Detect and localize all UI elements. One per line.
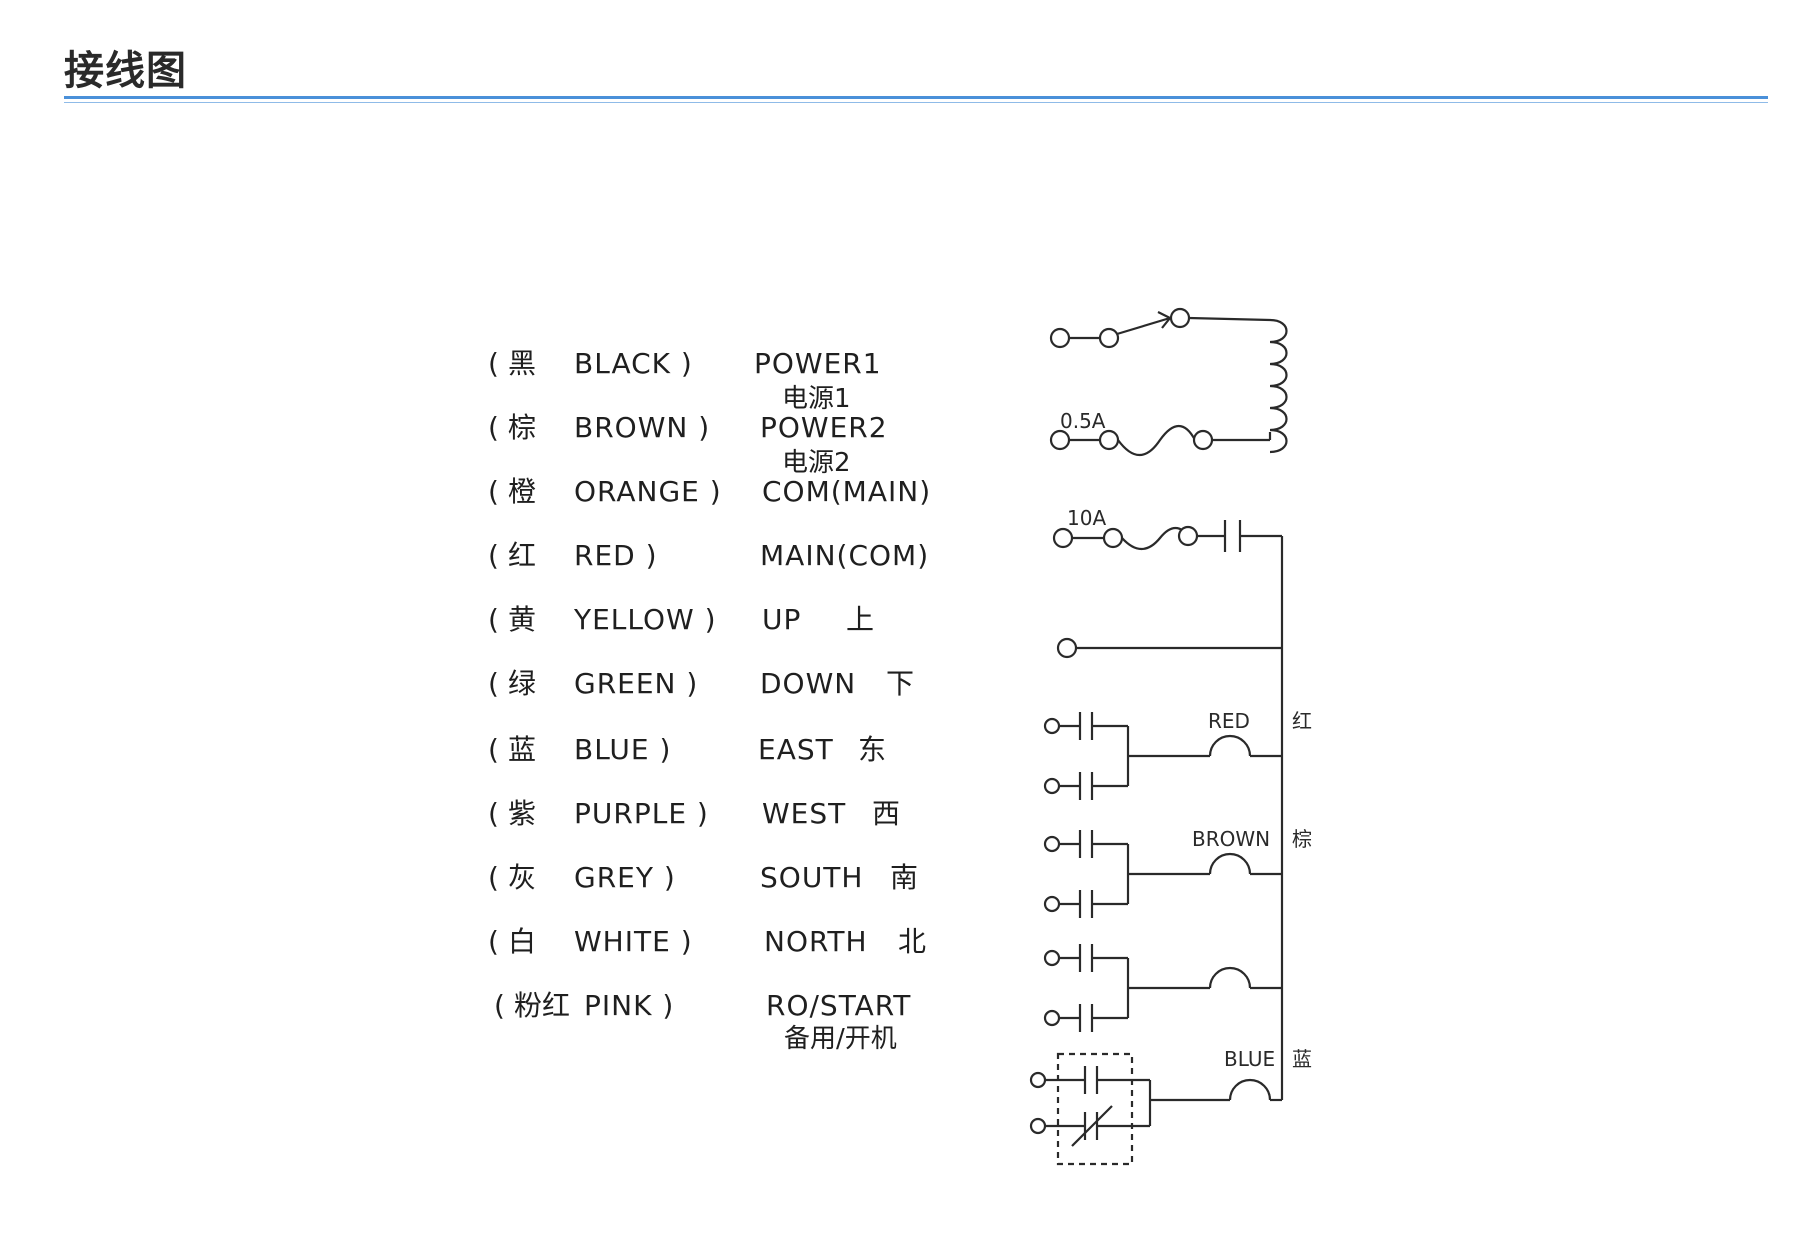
- title-divider: [64, 96, 1768, 99]
- page-title: 接线图: [64, 48, 187, 94]
- color-cn: 蓝: [508, 733, 537, 766]
- color-cn: 白: [508, 925, 537, 958]
- coil-label-cn: 红: [1292, 709, 1312, 733]
- terminal-icon: [1098, 429, 1120, 451]
- terminal-icon: [1056, 637, 1078, 659]
- color-cn: 紫: [508, 797, 537, 830]
- paren: (: [488, 925, 499, 958]
- color-en: BROWN ): [574, 411, 711, 444]
- paren: (: [494, 989, 505, 1022]
- color-cn: 粉红: [514, 989, 571, 1022]
- paren: (: [488, 861, 499, 894]
- function-label: SOUTH: [760, 861, 864, 894]
- color-en: PURPLE ): [574, 797, 709, 830]
- function-label: EAST: [758, 733, 834, 766]
- terminal-icon: [1029, 1071, 1047, 1089]
- terminal-icon: [1102, 527, 1124, 549]
- color-en: BLACK ): [574, 347, 693, 380]
- relay-coil-icon: [1228, 1078, 1272, 1101]
- terminal-icon: [1043, 777, 1061, 795]
- terminal-icon: [1043, 835, 1061, 853]
- function-sub-label: 电源1: [782, 384, 851, 414]
- terminal-icon: [1029, 1117, 1047, 1135]
- function-cn: 下: [886, 667, 916, 700]
- terminal-icon: [1043, 1009, 1061, 1027]
- interlock-box: [1056, 1052, 1134, 1166]
- color-en: WHITE ): [574, 925, 693, 958]
- paren: (: [488, 603, 499, 636]
- coil-label-cn: 棕: [1292, 827, 1312, 851]
- fuse-icon: [1117, 424, 1196, 457]
- function-label: NORTH: [764, 925, 868, 958]
- switch-blade: [1116, 316, 1171, 336]
- paren: (: [488, 347, 499, 380]
- function-sub-label: 备用/开机: [784, 1024, 897, 1054]
- paren: (: [488, 475, 499, 508]
- terminal-icon: [1052, 527, 1074, 549]
- color-cn: 黄: [508, 603, 537, 636]
- coil-label-en: RED: [1208, 709, 1250, 733]
- paren: (: [488, 411, 499, 444]
- terminal-icon: [1049, 429, 1071, 451]
- color-en: RED ): [574, 539, 658, 572]
- terminal-icon: [1177, 525, 1199, 547]
- paren: (: [488, 797, 499, 830]
- terminal-icon: [1043, 717, 1061, 735]
- function-label: POWER1: [754, 347, 882, 380]
- color-en: GREY ): [574, 861, 676, 894]
- fuse-rating-label: 0.5A: [1060, 409, 1106, 433]
- function-cn: 西: [872, 797, 902, 830]
- function-label: COM(MAIN): [762, 475, 932, 508]
- function-label: WEST: [762, 797, 847, 830]
- color-en: ORANGE ): [574, 475, 722, 508]
- function-label: POWER2: [760, 411, 888, 444]
- color-cn: 黑: [508, 347, 537, 380]
- function-cn: 南: [890, 861, 920, 894]
- color-cn: 橙: [508, 475, 537, 508]
- color-cn: 灰: [508, 861, 537, 894]
- nc-contact-slash: [1071, 1105, 1113, 1147]
- relay-coil-icon: [1208, 966, 1252, 989]
- paren: (: [488, 733, 499, 766]
- coil-label-en: BROWN: [1192, 827, 1270, 851]
- color-cn: 绿: [508, 667, 537, 700]
- function-cn: 上: [846, 603, 876, 636]
- relay-coil-icon: [1208, 852, 1252, 875]
- title-divider-thin: [64, 102, 1768, 103]
- relay-coil-icon: [1208, 734, 1252, 757]
- paren: (: [488, 667, 499, 700]
- color-cn: 红: [508, 539, 537, 572]
- terminal-icon: [1043, 949, 1061, 967]
- function-label: DOWN: [760, 667, 857, 700]
- terminal-icon: [1043, 895, 1061, 913]
- color-en: YELLOW ): [574, 603, 717, 636]
- function-label: RO/START: [766, 989, 912, 1022]
- color-cn: 棕: [508, 411, 537, 444]
- terminal-icon: [1169, 307, 1191, 329]
- color-en: PINK ): [584, 989, 675, 1022]
- color-en: GREEN ): [574, 667, 699, 700]
- paren: (: [488, 539, 499, 572]
- coil-label-cn: 蓝: [1292, 1047, 1312, 1071]
- fuse-rating-label: 10A: [1067, 506, 1106, 530]
- coil-label-en: BLUE: [1224, 1047, 1275, 1071]
- function-label: MAIN(COM): [760, 539, 930, 572]
- function-cn: 北: [898, 925, 928, 958]
- terminal-icon: [1098, 327, 1120, 349]
- function-sub-label: 电源2: [782, 448, 851, 478]
- terminal-icon: [1192, 429, 1214, 451]
- color-en: BLUE ): [574, 733, 672, 766]
- transformer-coil-icon: [1269, 318, 1288, 454]
- terminal-icon: [1049, 327, 1071, 349]
- function-cn: 东: [858, 733, 888, 766]
- function-label: UP: [762, 603, 802, 636]
